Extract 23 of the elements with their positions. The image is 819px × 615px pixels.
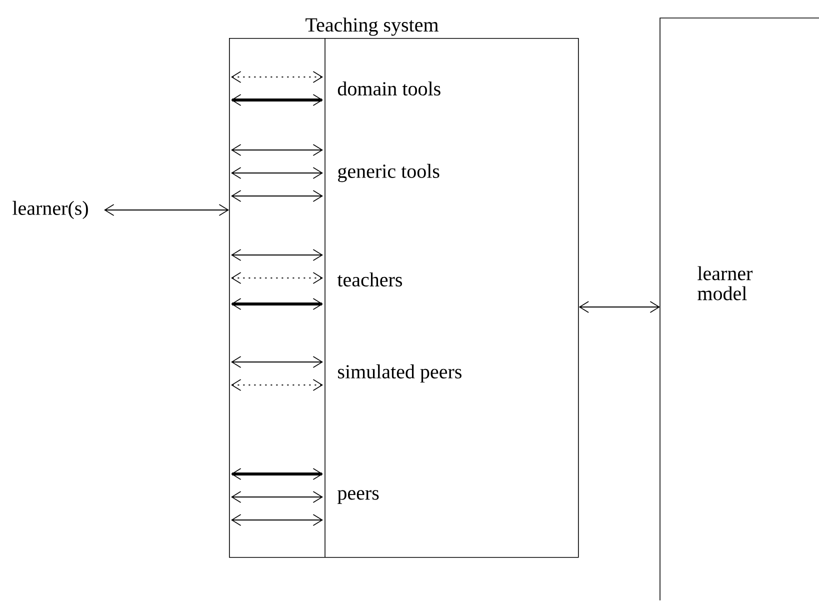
resource-label: domain tools <box>338 81 440 96</box>
arrow <box>231 298 323 310</box>
arrow <box>231 514 323 526</box>
arrow <box>231 249 323 261</box>
arrow <box>578 301 660 313</box>
arrow <box>231 379 323 391</box>
model-box: learner model <box>660 18 819 601</box>
arrow <box>231 167 323 179</box>
resource-label: peers <box>338 490 379 504</box>
resource-label: teachers <box>337 272 402 287</box>
arrow <box>231 356 323 368</box>
arrow <box>231 272 323 284</box>
arrow <box>104 204 229 216</box>
resource-label: generic tools <box>338 164 440 182</box>
arrow <box>231 94 323 106</box>
learner-label: learner(s) <box>12 200 88 220</box>
arrow <box>231 491 323 503</box>
node-label: Teaching system <box>306 18 438 36</box>
arrow <box>231 468 323 480</box>
resource-label: simulated peers <box>338 364 462 383</box>
arrow <box>231 144 323 156</box>
arrow <box>231 71 323 83</box>
arrow <box>231 190 323 202</box>
